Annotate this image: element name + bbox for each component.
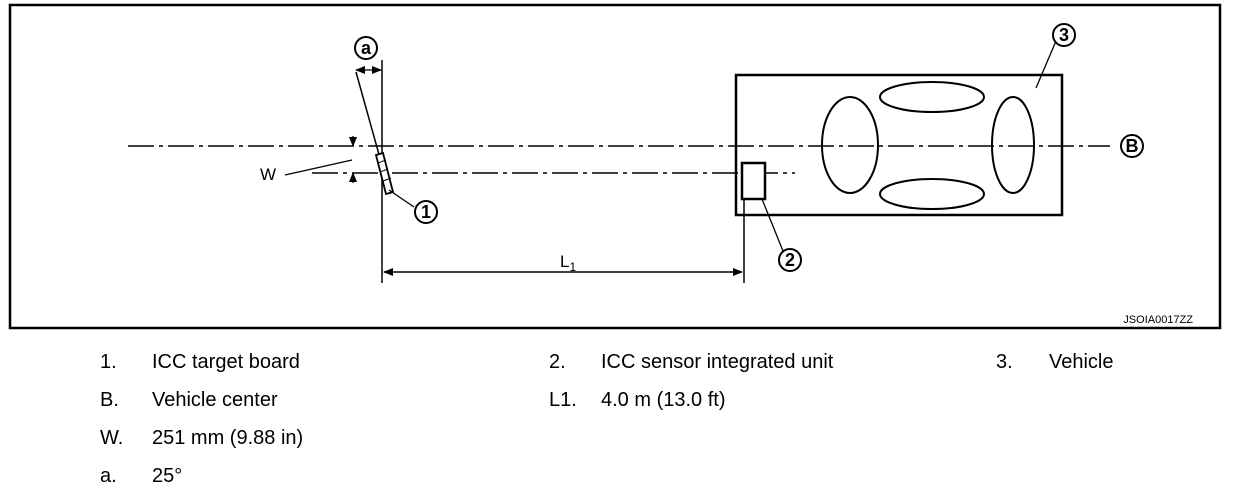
figure-id: JSOIA0017ZZ xyxy=(1123,314,1193,326)
vehicle-outline xyxy=(734,73,1064,217)
legend-text-l1: 4.0 m (13.0 ft) xyxy=(601,389,726,411)
diagram-frame xyxy=(8,3,1222,330)
callout-1-circle xyxy=(414,200,438,224)
legend-text-2: ICC sensor integrated unit xyxy=(601,351,834,373)
callout-1-label: 1 xyxy=(421,202,431,222)
board-hatch-2 xyxy=(379,168,389,173)
callout-1-leader xyxy=(388,189,415,208)
legend: 1. ICC target board 2. ICC sensor integr… xyxy=(0,340,1248,500)
callout-2-label: 2 xyxy=(785,250,795,270)
vehicle-wheel-top xyxy=(879,81,985,113)
legend-text-b: Vehicle center xyxy=(152,389,278,411)
legend-key-b: B. xyxy=(100,389,119,411)
legend-text-w: 251 mm (9.88 in) xyxy=(152,427,304,449)
callout-2-circle xyxy=(778,248,802,272)
callout-3-label: 3 xyxy=(1059,25,1069,45)
callout-a-label: a xyxy=(361,38,372,58)
vehicle-wheel-front-left xyxy=(821,96,879,194)
callout-b-label: B xyxy=(1126,136,1139,156)
callout-b-circle xyxy=(1120,134,1144,158)
legend-key-2: 2. xyxy=(549,351,566,373)
legend-text-a: 25° xyxy=(152,465,183,487)
legend-text-1: ICC target board xyxy=(152,351,300,373)
vehicle-wheel-rear-left xyxy=(991,96,1035,194)
vehicle-wheel-bottom xyxy=(879,178,985,210)
w-dimension-label: W xyxy=(260,165,276,184)
icc-target-board xyxy=(374,151,395,196)
legend-key-1: 1. xyxy=(100,351,117,373)
target-board-setup-diagram: L1 W a 1 2 3 B JSOIA0017ZZ xyxy=(8,3,1222,330)
board-hatch-3 xyxy=(382,177,392,182)
w-leader xyxy=(284,159,353,176)
callout-a-circle xyxy=(354,36,378,60)
legend-key-l1: L1. xyxy=(549,389,577,411)
callout-2-leader xyxy=(761,198,784,252)
callout-3-leader xyxy=(1035,40,1057,89)
icc-sensor-unit xyxy=(740,161,767,201)
legend-text-3: Vehicle xyxy=(1049,351,1114,373)
board-hatch-1 xyxy=(377,159,387,164)
legend-key-3: 3. xyxy=(996,351,1013,373)
callout-3-circle xyxy=(1052,23,1076,47)
legend-key-a: a. xyxy=(100,465,117,487)
legend-key-w: W. xyxy=(100,427,124,449)
l1-dimension-label: L1 xyxy=(560,252,576,274)
